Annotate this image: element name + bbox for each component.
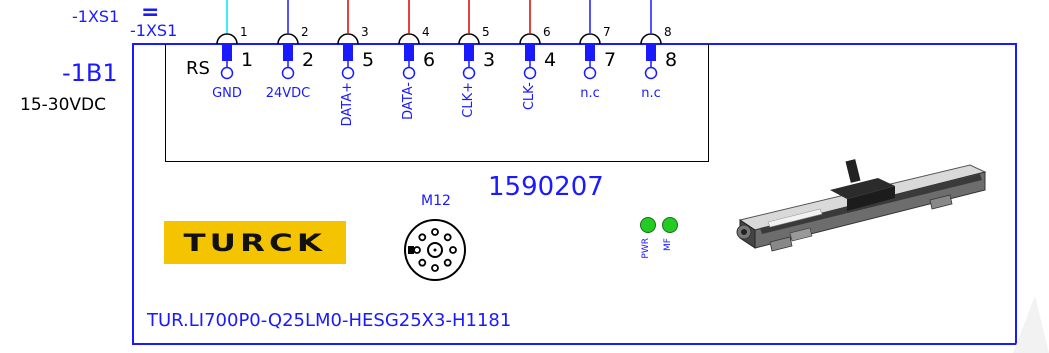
pin-symbol	[458, 0, 480, 80]
pin-ring	[523, 66, 537, 80]
m12-connector-icon	[404, 219, 466, 281]
contact-bar	[464, 44, 474, 61]
part-number: 1590207	[488, 172, 604, 202]
signal-label: GND	[212, 86, 242, 101]
contact-bar	[343, 44, 353, 61]
signal-label: n.c	[641, 86, 661, 101]
terminal-number: 6	[543, 25, 551, 39]
led-mf-icon	[662, 217, 678, 233]
pin-ring	[341, 66, 355, 80]
supply-voltage: 15-30VDC	[20, 95, 106, 115]
pin-symbol	[640, 0, 662, 80]
pin-number: 1	[241, 49, 254, 71]
pin-ring	[644, 66, 658, 80]
model-designation: TUR.LI700P0-Q25LM0-HESG25X3-H1181	[147, 310, 512, 331]
pin-symbol	[398, 0, 420, 80]
contact-bar	[283, 44, 293, 61]
terminal-number: 4	[422, 25, 430, 39]
terminal-number: 3	[361, 25, 369, 39]
terminal-arc	[337, 33, 359, 45]
led-pwr-icon	[640, 217, 656, 233]
terminal-ref-equals: =	[141, 0, 160, 25]
pin-number: 6	[423, 49, 436, 71]
terminal-number: 2	[301, 25, 309, 39]
brand-text: TURCK	[183, 228, 327, 257]
watermark-shape	[1013, 296, 1049, 353]
led-label-text: MF	[663, 238, 673, 251]
contact-bar	[646, 44, 656, 61]
pin-number: 8	[665, 49, 678, 71]
pin-number: 7	[604, 49, 617, 71]
pin-ring	[281, 66, 295, 80]
terminal-ref: -1XS1	[72, 7, 120, 26]
contact-bar	[525, 44, 535, 61]
contact-bar	[404, 44, 414, 61]
terminal-number: 1	[240, 25, 248, 39]
led-label-text: PWR	[641, 238, 651, 259]
connector-box	[165, 44, 709, 162]
contact-bar	[585, 44, 595, 61]
pin-ring	[462, 66, 476, 80]
terminal-number: 5	[482, 25, 490, 39]
pin-number: 5	[362, 49, 375, 71]
terminal-arc	[216, 33, 238, 45]
led-label: MF	[663, 238, 676, 268]
terminal-arc	[519, 33, 541, 45]
terminal-arc	[579, 33, 601, 45]
pin-symbol	[277, 0, 299, 80]
pin-ring	[220, 66, 234, 80]
linear-sensor-image	[736, 159, 987, 252]
terminal-name: -1XS1	[130, 21, 178, 40]
pin-ring	[402, 66, 416, 80]
pin-symbol	[216, 0, 238, 80]
terminal-number: 7	[603, 25, 611, 39]
signal-label: n.c	[580, 86, 600, 101]
terminal-arc	[277, 33, 299, 45]
plug-label: RS	[186, 58, 210, 79]
pin-symbol	[519, 0, 541, 80]
pin-number: 2	[302, 49, 315, 71]
device-frame	[132, 43, 1017, 345]
signal-label: 24VDC	[265, 86, 311, 101]
terminal-arc	[458, 33, 480, 45]
led-label: PWR	[641, 238, 654, 268]
connector-type: M12	[421, 193, 451, 209]
device-ref: -1B1	[62, 59, 118, 87]
turck-logo: TURCK	[164, 221, 346, 264]
pin-number: 3	[483, 49, 496, 71]
pin-symbol	[579, 0, 601, 80]
pin-number: 4	[544, 49, 557, 71]
terminal-number: 8	[664, 25, 672, 39]
terminal-arc	[398, 33, 420, 45]
contact-bar	[222, 44, 232, 61]
pin-ring	[583, 66, 597, 80]
terminal-arc	[640, 33, 662, 45]
pin-symbol	[337, 0, 359, 80]
